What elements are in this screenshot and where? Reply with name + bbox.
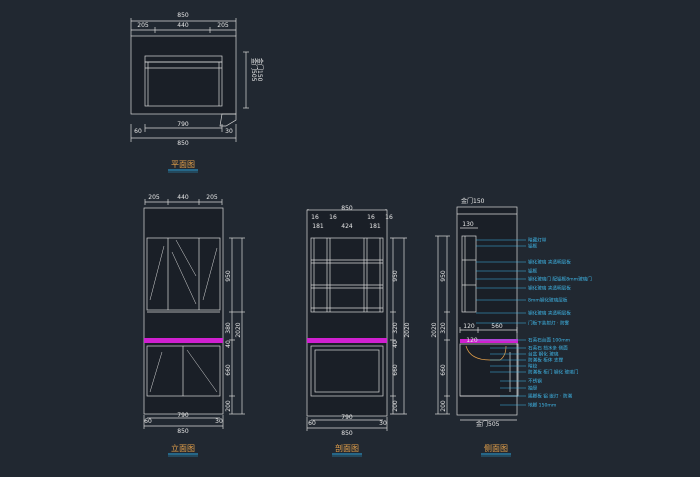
plan-cabinet-outline xyxy=(130,35,237,115)
section-bottom-inner: 790 xyxy=(341,414,353,421)
side-note-15: 防潮板 柜门 钢化 玻璃门 xyxy=(528,369,579,376)
side-note-16: 不锈钢 xyxy=(528,378,542,385)
front-bottom-total: 850 xyxy=(177,428,189,435)
section-bottom-right: 30 xyxy=(379,420,387,427)
plan-top-total-label: 850 xyxy=(177,12,189,19)
side-left-mid: 320 xyxy=(440,322,447,334)
front-right-lower: 660 xyxy=(225,364,232,376)
section-top-part-7: 16 xyxy=(385,214,393,221)
plan-caption: 平面图 xyxy=(171,160,195,169)
section-view xyxy=(306,209,407,431)
front-right-total: 2020 xyxy=(235,322,242,337)
section-top-part-6: 181 xyxy=(369,223,381,230)
section-top-part-4: 424 xyxy=(341,223,353,230)
front-right-counter: 40 xyxy=(225,340,232,348)
section-caption: 剖面图 xyxy=(335,443,359,453)
side-left-total: 2020 xyxy=(431,322,438,337)
section-left-upper: 950 xyxy=(392,270,399,282)
plan-bottom-left-label: 60 xyxy=(134,128,142,135)
side-note-3: 钢化玻璃 夹透明层板 xyxy=(528,259,571,266)
front-right-upper: 950 xyxy=(225,270,232,282)
side-left-upper: 950 xyxy=(440,270,447,282)
front-countertop xyxy=(144,338,223,343)
section-mirror-cabinet xyxy=(310,237,384,313)
front-right-base: 200 xyxy=(225,400,232,412)
front-bottom-left: 60 xyxy=(144,418,152,425)
side-lower-depth: 120 xyxy=(466,337,478,344)
front-top-part-3: 205 xyxy=(206,194,218,201)
section-countertop xyxy=(307,338,387,343)
plan-top-part-1: 205 xyxy=(137,22,149,29)
front-bottom-inner: 790 xyxy=(177,412,189,419)
plan-side-label-a: 金门150 xyxy=(256,58,264,82)
side-note-9: 门板下装射灯 · 防雾 xyxy=(528,320,570,327)
side-note-7: 8mm钢化玻璃层板 xyxy=(528,297,568,304)
side-bottom-label: 金门505 xyxy=(476,420,500,428)
front-top-part-1: 205 xyxy=(148,194,160,201)
plan-view xyxy=(130,18,249,142)
side-top-depth: 130 xyxy=(462,221,474,228)
side-note-4: 铝框 xyxy=(528,268,538,275)
section-lower-cabinet xyxy=(310,345,384,397)
side-note-2: 铝框 xyxy=(528,243,538,250)
side-view xyxy=(435,206,519,421)
front-mirror-cabinet xyxy=(146,237,221,311)
side-note-13: 防潮板 柜体 支撑 xyxy=(528,357,563,364)
side-note-8: 钢化玻璃 夹透明层板 xyxy=(528,310,571,317)
front-cabinet-outline xyxy=(143,207,224,415)
side-left-base: 200 xyxy=(440,400,447,412)
section-top-part-2: 181 xyxy=(312,223,324,230)
side-note-6: 钢化玻璃 夹透明层板 xyxy=(528,285,571,292)
front-top-part-2: 440 xyxy=(177,194,189,201)
plan-bottom-right-label: 30 xyxy=(225,128,233,135)
side-note-14: 暗铰 xyxy=(528,363,538,370)
front-elevation xyxy=(143,199,245,429)
section-left-total: 2020 xyxy=(404,322,411,337)
front-right-mid: 380 xyxy=(225,322,232,334)
section-left-base: 200 xyxy=(392,400,399,412)
side-mid-depth-b: 560 xyxy=(491,323,503,330)
side-mid-depth-a: 120 xyxy=(463,323,475,330)
side-note-10: 石英石台面 100mm xyxy=(528,337,571,344)
side-leader-lines xyxy=(476,239,526,406)
side-note-5: 钢化玻璃门 配铝框8mm玻璃门 xyxy=(528,276,592,283)
section-top-part-5: 16 xyxy=(367,214,375,221)
plan-basin-outline xyxy=(144,61,223,107)
side-note-17: 抽屉 xyxy=(528,385,538,392)
section-top-part-1: 16 xyxy=(311,214,319,221)
section-cabinet-outline xyxy=(306,209,388,417)
side-wall-outline xyxy=(456,206,518,416)
plan-top-part-2: 440 xyxy=(177,22,189,29)
section-bottom-left: 60 xyxy=(308,420,316,427)
section-top-total: 850 xyxy=(341,205,353,212)
plan-bottom-total-label: 850 xyxy=(177,140,189,147)
section-left-mid: 320 xyxy=(392,322,399,334)
side-top-label: 金门150 xyxy=(461,197,485,205)
side-note-12: 台盆 钢化 玻璃 xyxy=(528,351,559,358)
side-countertop xyxy=(460,339,518,343)
section-left-counter: 40 xyxy=(392,340,399,348)
side-note-1: 暗藏灯带 xyxy=(528,237,547,244)
front-lower-cabinet xyxy=(146,345,221,397)
side-left-lower: 660 xyxy=(440,364,447,376)
side-note-18: 踢脚板 铝 嵌灯 · 防潮 xyxy=(528,393,572,400)
section-bottom-total: 850 xyxy=(341,430,353,437)
plan-bottom-inner-label: 790 xyxy=(177,121,189,128)
side-mirror-cabinet xyxy=(461,235,477,313)
side-note-11: 石英石 挡水条 侧面 xyxy=(528,345,568,352)
section-top-part-3: 16 xyxy=(329,214,337,221)
section-left-lower: 660 xyxy=(392,364,399,376)
plan-door-swing xyxy=(219,113,237,127)
side-note-19: 地脚 150mm xyxy=(528,402,557,409)
front-caption: 立面图 xyxy=(171,443,195,453)
front-bottom-right: 30 xyxy=(215,418,223,425)
side-caption: 侧面图 xyxy=(484,443,508,453)
plan-side-label-b: 金门505 xyxy=(250,58,258,82)
plan-top-part-3: 205 xyxy=(217,22,229,29)
